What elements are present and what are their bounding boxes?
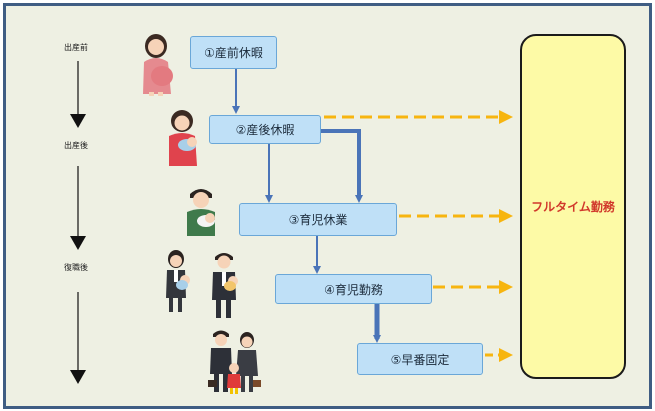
timeline-arrowhead-1 bbox=[70, 114, 86, 128]
stage-label-after-return: 復職後 bbox=[64, 263, 88, 272]
connector-layer bbox=[70, 61, 513, 384]
step-childcare-work: ④育児勤務 bbox=[275, 274, 432, 304]
timeline-arrowhead-3 bbox=[70, 370, 86, 384]
stage-label-before-birth: 出産前 bbox=[64, 43, 88, 52]
working-father-with-baby-icon bbox=[212, 253, 238, 318]
fulltime-work-label: フルタイム勤務 bbox=[531, 200, 615, 214]
connector-2-to-3b bbox=[320, 129, 363, 203]
step-fixed-early-shift: ⑤早番固定 bbox=[357, 343, 483, 375]
mother-holding-baby-icon bbox=[169, 110, 197, 166]
timeline-arrowhead-2 bbox=[70, 236, 86, 250]
pregnant-woman-icon bbox=[143, 34, 173, 96]
flow-diagram-frame: 出産前 出産後 復職後 bbox=[3, 3, 652, 409]
stage-label-after-birth: 出産後 bbox=[64, 141, 88, 150]
step-postnatal-leave: ②産後休暇 bbox=[209, 115, 321, 144]
fulltime-work-box: フルタイム勤務 bbox=[520, 34, 626, 379]
father-holding-baby-icon bbox=[187, 189, 215, 236]
step-childcare-leave: ③育児休業 bbox=[239, 203, 397, 236]
family-with-child-icon bbox=[208, 330, 261, 394]
step-prenatal-leave: ①産前休暇 bbox=[190, 36, 277, 69]
working-mother-with-baby-icon bbox=[166, 250, 190, 312]
